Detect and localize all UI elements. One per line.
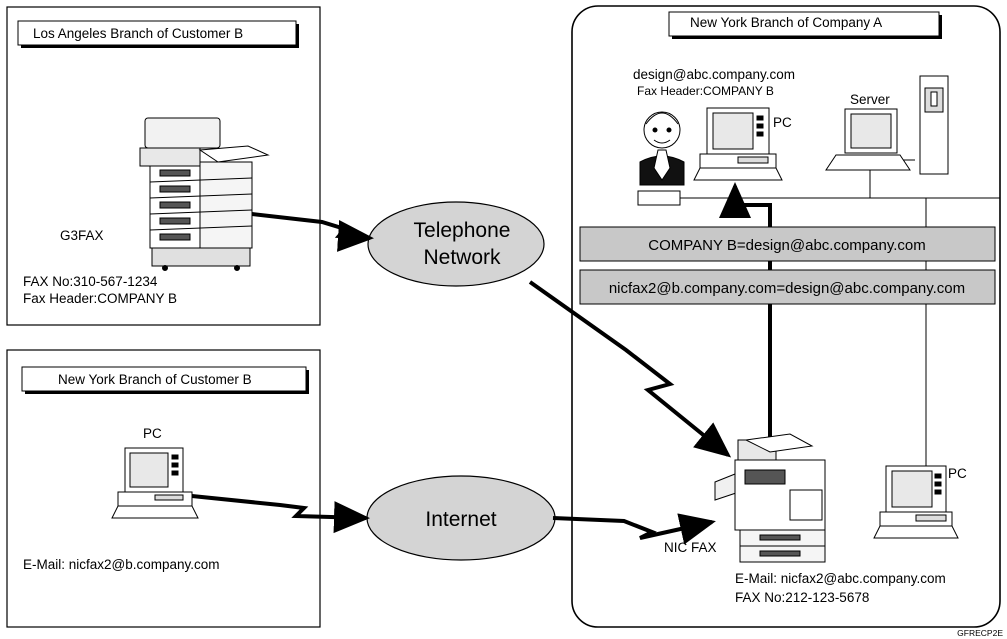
ny-customer-title-box: New York Branch of Customer B xyxy=(21,366,309,394)
mapping-2-text: nicfax2@b.company.com=design@abc.company… xyxy=(609,280,965,297)
mapping-banner-2: nicfax2@b.company.com=design@abc.company… xyxy=(579,269,996,305)
g3fax-label: G3FAX xyxy=(60,228,104,243)
nic-fax-machine-icon xyxy=(714,433,826,563)
lan-lines xyxy=(680,159,1000,466)
ny-customer-pc-label: PC xyxy=(143,426,162,441)
telephone-network-label-1: Telephone xyxy=(414,219,511,242)
mapping-banner-1: COMPANY B=design@abc.company.com xyxy=(579,226,996,262)
pc-to-internet-link xyxy=(191,494,370,534)
right-pc-icon xyxy=(873,465,959,539)
la-branch-box: Los Angeles Branch of Customer B G3FAX F… xyxy=(6,6,321,326)
user-pc-label: PC xyxy=(773,115,792,130)
delivery-path xyxy=(719,182,772,440)
ny-customer-pc-icon xyxy=(111,447,199,519)
ny-customer-email: E-Mail: nicfax2@b.company.com xyxy=(23,557,220,572)
right-pc-label: PC xyxy=(948,466,967,481)
server-icon xyxy=(825,75,949,175)
internet-label: Internet xyxy=(425,508,496,531)
ny-company-title: New York Branch of Company A xyxy=(690,15,882,30)
mapping-1-text: COMPANY B=design@abc.company.com xyxy=(648,237,925,254)
telephone-network: Telephone Network xyxy=(367,201,545,287)
telephone-to-nicfax-link xyxy=(528,280,732,458)
ny-customer-title: New York Branch of Customer B xyxy=(58,372,252,387)
user-email: design@abc.company.com xyxy=(633,67,795,82)
internet-to-nicfax-link xyxy=(552,513,716,545)
la-branch-title-box: Los Angeles Branch of Customer B xyxy=(17,20,299,48)
nic-fax-label: NIC FAX xyxy=(664,540,717,555)
connection-lines xyxy=(191,212,732,545)
la-branch-title: Los Angeles Branch of Customer B xyxy=(33,26,243,41)
server-label: Server xyxy=(850,92,890,107)
la-fax-number: FAX No:310-567-1234 xyxy=(23,274,158,289)
nic-email: E-Mail: nicfax2@abc.company.com xyxy=(735,571,946,586)
g3fax-machine-icon xyxy=(139,117,270,271)
figure-code: GFRECP2E xyxy=(957,628,1003,638)
person-icon xyxy=(637,111,685,206)
internet-network: Internet xyxy=(366,475,556,561)
user-fax-header: Fax Header:COMPANY B xyxy=(637,84,774,98)
ny-company-branch-box: New York Branch of Company A design@abc.… xyxy=(571,5,1001,628)
la-fax-header: Fax Header:COMPANY B xyxy=(23,291,177,306)
nic-fax-number: FAX No:212-123-5678 xyxy=(735,590,869,605)
user-pc-icon xyxy=(693,107,783,181)
telephone-network-label-2: Network xyxy=(423,246,501,269)
ny-customer-branch-box: New York Branch of Customer B PC E-Mail:… xyxy=(6,349,321,628)
g3fax-to-telephone-link xyxy=(251,212,374,252)
ny-company-title-box: New York Branch of Company A xyxy=(668,11,942,39)
